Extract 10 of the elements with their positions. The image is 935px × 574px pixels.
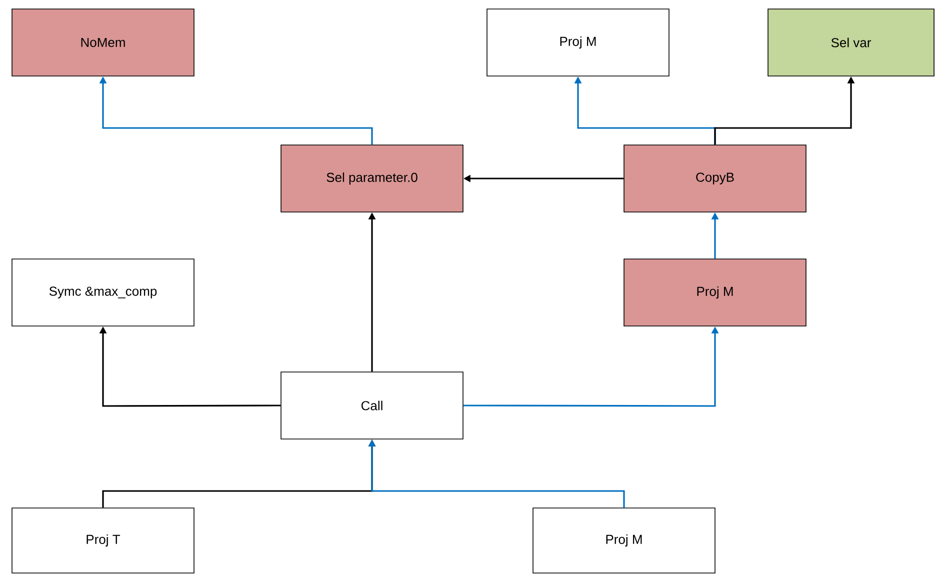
process-box: NoMem xyxy=(12,8,194,76)
process-box: Sel parameter.0 xyxy=(280,144,464,212)
process-box: Proj M xyxy=(624,258,806,326)
process-box: Sel var xyxy=(768,8,934,76)
process-box: CopyB xyxy=(624,144,806,212)
process-box: Symc &max_comp xyxy=(12,258,194,326)
process-box: Proj M xyxy=(532,508,716,574)
process-box: Call xyxy=(280,372,464,440)
process-box: Proj T xyxy=(12,508,194,574)
process-box: Proj M xyxy=(486,8,670,76)
